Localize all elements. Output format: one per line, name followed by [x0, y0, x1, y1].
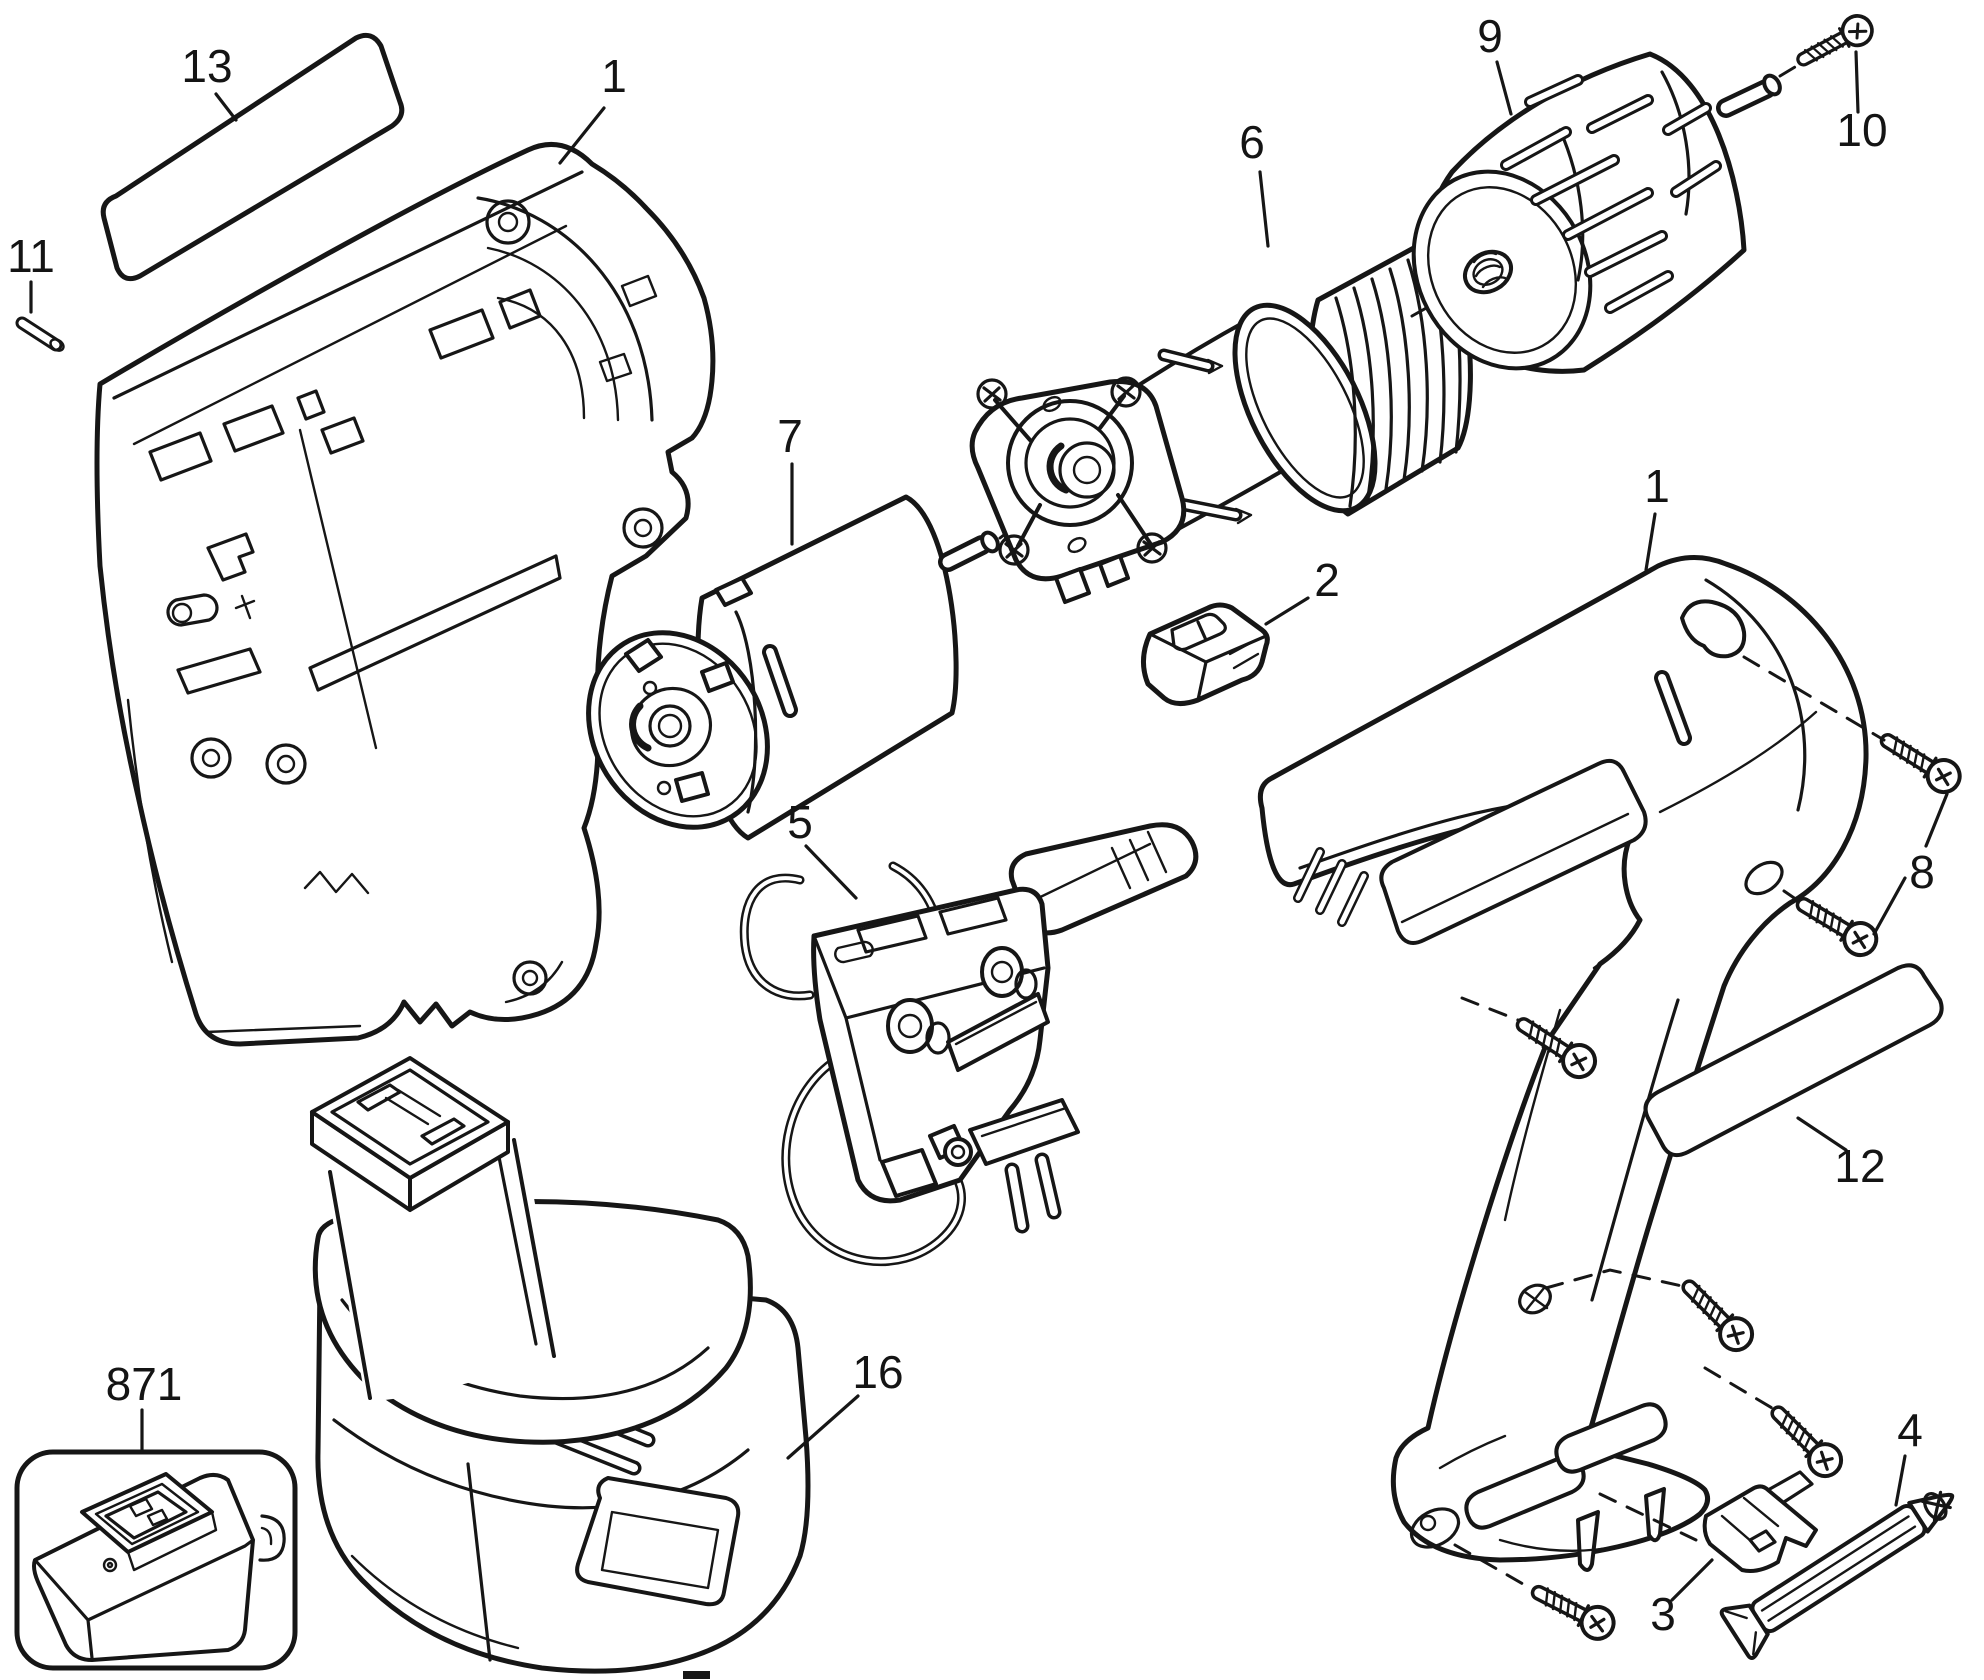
chuck-screw [1796, 14, 1874, 67]
callout-leader-line [804, 844, 858, 900]
bit-clip [1598, 1470, 1818, 1573]
screw [1515, 1017, 1598, 1080]
callout-13: 13 [181, 40, 238, 122]
callout-16: 16 [786, 1346, 904, 1460]
roll-pin [15, 316, 65, 352]
screw [1770, 1405, 1844, 1479]
callout-11: 11 [7, 230, 55, 314]
callout-1-left: 1 [558, 50, 627, 165]
callout-10: 10 [1836, 50, 1888, 156]
part-number-11: 11 [7, 230, 55, 282]
callout-871: 871 [106, 1358, 183, 1454]
assembly-axis-dash [1778, 62, 1802, 78]
id-label-sticker [1643, 963, 1944, 1158]
part-number-6: 6 [1239, 116, 1265, 168]
warning-label-sticker [100, 32, 405, 282]
part-number-16: 16 [852, 1346, 903, 1398]
slider-button [1141, 602, 1270, 706]
part-number-1-left: 1 [601, 50, 627, 102]
screw [1681, 1279, 1755, 1353]
chuck [1411, 51, 1782, 374]
battery-pack [310, 1056, 811, 1674]
callout-leader-line [1796, 1116, 1848, 1152]
callout-leader-line [1495, 60, 1513, 116]
gearbox-assembly [969, 235, 1473, 604]
part-number-9: 9 [1477, 10, 1503, 62]
part-number-5: 5 [787, 796, 813, 848]
battery-charger [14, 1449, 298, 1671]
part-number-4: 4 [1897, 1404, 1923, 1456]
screw [1879, 733, 1962, 795]
callout-leader-line [1924, 792, 1949, 848]
callout-leader-line [786, 1394, 860, 1460]
part-number-871: 871 [106, 1358, 183, 1410]
part-number-10: 10 [1836, 104, 1887, 156]
callout-12: 12 [1796, 1116, 1886, 1192]
part-number-12: 12 [1834, 1140, 1885, 1192]
callout-leader-line [1258, 170, 1270, 248]
callout-1-right: 1 [1644, 460, 1670, 572]
screw [1530, 1584, 1616, 1641]
housing-half-left [94, 141, 716, 1047]
callout-6: 6 [1239, 116, 1270, 248]
part-number-3: 3 [1650, 1588, 1676, 1640]
callout-3: 3 [1650, 1558, 1714, 1640]
double-ended-bit [1719, 1490, 1955, 1661]
callout-9: 9 [1477, 10, 1513, 116]
part-number-7: 7 [777, 410, 803, 462]
callout-leader-line [1644, 512, 1657, 572]
callout-leader-line [1854, 50, 1860, 114]
part-number-8: 8 [1909, 846, 1935, 898]
housing-screws [1453, 655, 1962, 1641]
part-number-13: 13 [181, 40, 232, 92]
motor [586, 494, 1000, 841]
callout-5: 5 [787, 796, 858, 900]
part-number-1-right: 1 [1644, 460, 1670, 512]
callout-8: 8 [1872, 792, 1949, 936]
callout-leader-line [558, 106, 606, 165]
part-number-2: 2 [1314, 554, 1340, 606]
callout-leader-line [1670, 1558, 1714, 1602]
callout-leader-line [1894, 1454, 1907, 1507]
screw [1795, 897, 1879, 958]
callout-7: 7 [777, 410, 803, 546]
callout-4: 4 [1894, 1404, 1923, 1507]
callout-leader-line [1872, 876, 1907, 936]
trigger-switch-assembly [739, 822, 1199, 1267]
callout-leader-line [1264, 596, 1310, 626]
page-mark [683, 1671, 710, 1679]
callout-leader-line [214, 92, 238, 122]
callout-2: 2 [1264, 554, 1340, 626]
